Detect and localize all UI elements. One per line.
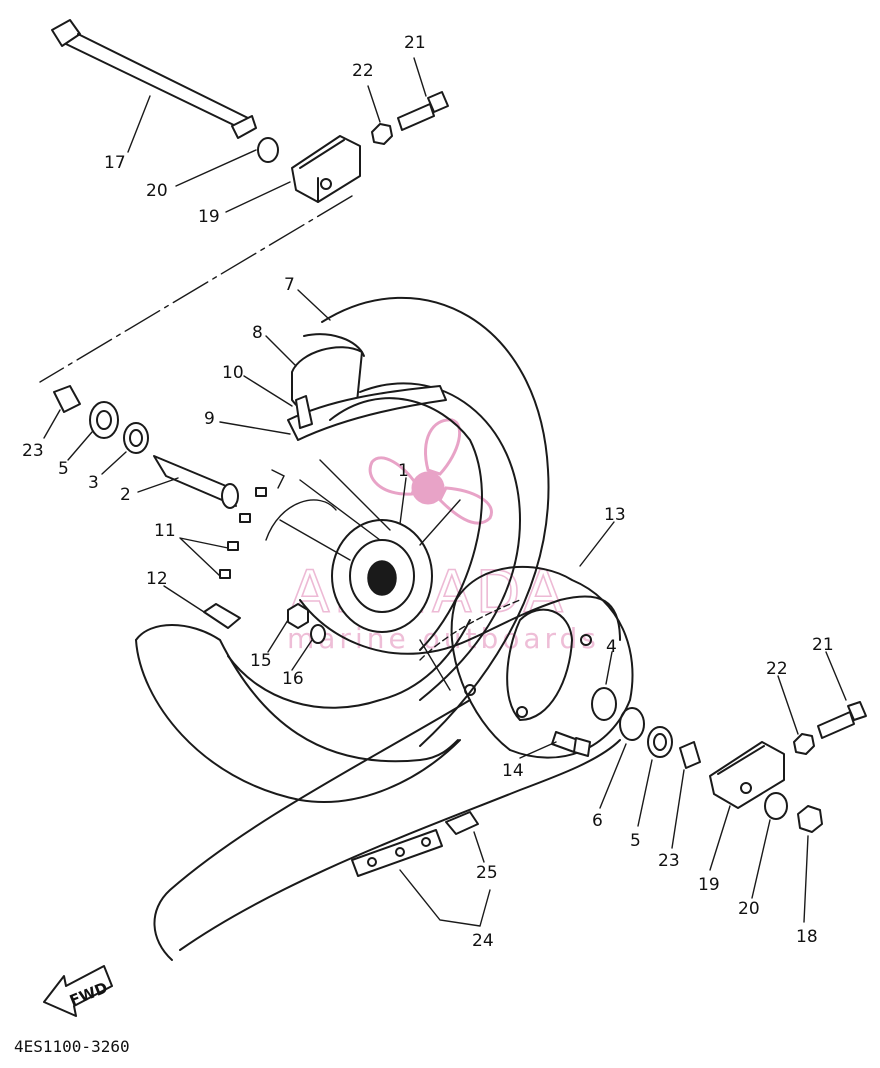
bearing-left — [89, 401, 119, 439]
callout-22-right: 22 — [766, 659, 788, 679]
callout-9: 9 — [204, 409, 215, 429]
propeller-logo-icon — [368, 418, 493, 525]
callout-8: 8 — [252, 323, 263, 343]
wheel-rim-hub — [227, 397, 483, 709]
axle-part — [51, 19, 257, 139]
chain-puller-right — [709, 741, 785, 809]
callout-23-right: 23 — [658, 851, 680, 871]
tire — [135, 296, 550, 803]
spoke-nipples — [219, 487, 267, 579]
collar-right — [679, 741, 701, 769]
callout-6: 6 — [592, 811, 603, 831]
leader-lines — [43, 57, 847, 927]
chain-joint — [445, 811, 479, 835]
callout-4: 4 — [606, 637, 617, 657]
collar-left — [53, 385, 81, 413]
callout-5-right: 5 — [630, 831, 641, 851]
tube-and-flap — [287, 333, 447, 441]
nut-right — [793, 733, 815, 755]
diagram-code: 4ES1100-3260 — [14, 1037, 130, 1056]
callout-15: 15 — [250, 651, 272, 671]
bearing-right-4 — [591, 687, 617, 721]
chain-puller-top — [291, 135, 361, 203]
callout-5-left: 5 — [58, 459, 69, 479]
fwd-arrow: FWD — [43, 965, 113, 1017]
hub-washer — [310, 624, 326, 644]
sprocket-bolt — [551, 731, 591, 757]
drive-chain — [153, 595, 621, 961]
washer-right — [764, 792, 788, 820]
axle-nut-18 — [797, 805, 823, 833]
callout-10: 10 — [222, 363, 244, 383]
callout-14: 14 — [502, 761, 524, 781]
callout-24: 24 — [472, 931, 494, 951]
callout-1: 1 — [398, 461, 409, 481]
callout-12: 12 — [146, 569, 168, 589]
callout-18: 18 — [796, 927, 818, 947]
bearing-right-5 — [647, 726, 673, 758]
callout-2: 2 — [120, 485, 131, 505]
callout-11: 11 — [154, 521, 176, 541]
callout-22-top: 22 — [352, 61, 374, 81]
callout-21-top: 21 — [404, 33, 426, 53]
callout-25: 25 — [476, 863, 498, 883]
circlip-6 — [619, 707, 645, 741]
hub-nut — [287, 603, 309, 629]
callout-20-top: 20 — [146, 181, 168, 201]
callout-7: 7 — [284, 275, 295, 295]
washer-top — [257, 137, 279, 163]
nut-top — [371, 123, 393, 145]
callout-20-right: 20 — [738, 899, 760, 919]
callout-labels: 21 22 17 20 19 7 8 10 9 23 5 3 2 1 13 11… — [22, 33, 834, 951]
rim-clamp — [203, 603, 241, 629]
bolt-right — [817, 701, 867, 739]
callout-16: 16 — [282, 669, 304, 689]
spacer — [153, 455, 239, 509]
bolt-top — [397, 91, 449, 131]
callout-19-right: 19 — [698, 875, 720, 895]
assembly-line — [39, 195, 353, 383]
chain-link-section — [351, 829, 443, 877]
callout-21-right: 21 — [812, 635, 834, 655]
callout-17: 17 — [104, 153, 126, 173]
callout-19-top: 19 — [198, 207, 220, 227]
callout-13: 13 — [604, 505, 626, 525]
bearing-small — [123, 422, 149, 454]
callout-23-left: 23 — [22, 441, 44, 461]
callout-3: 3 — [88, 473, 99, 493]
